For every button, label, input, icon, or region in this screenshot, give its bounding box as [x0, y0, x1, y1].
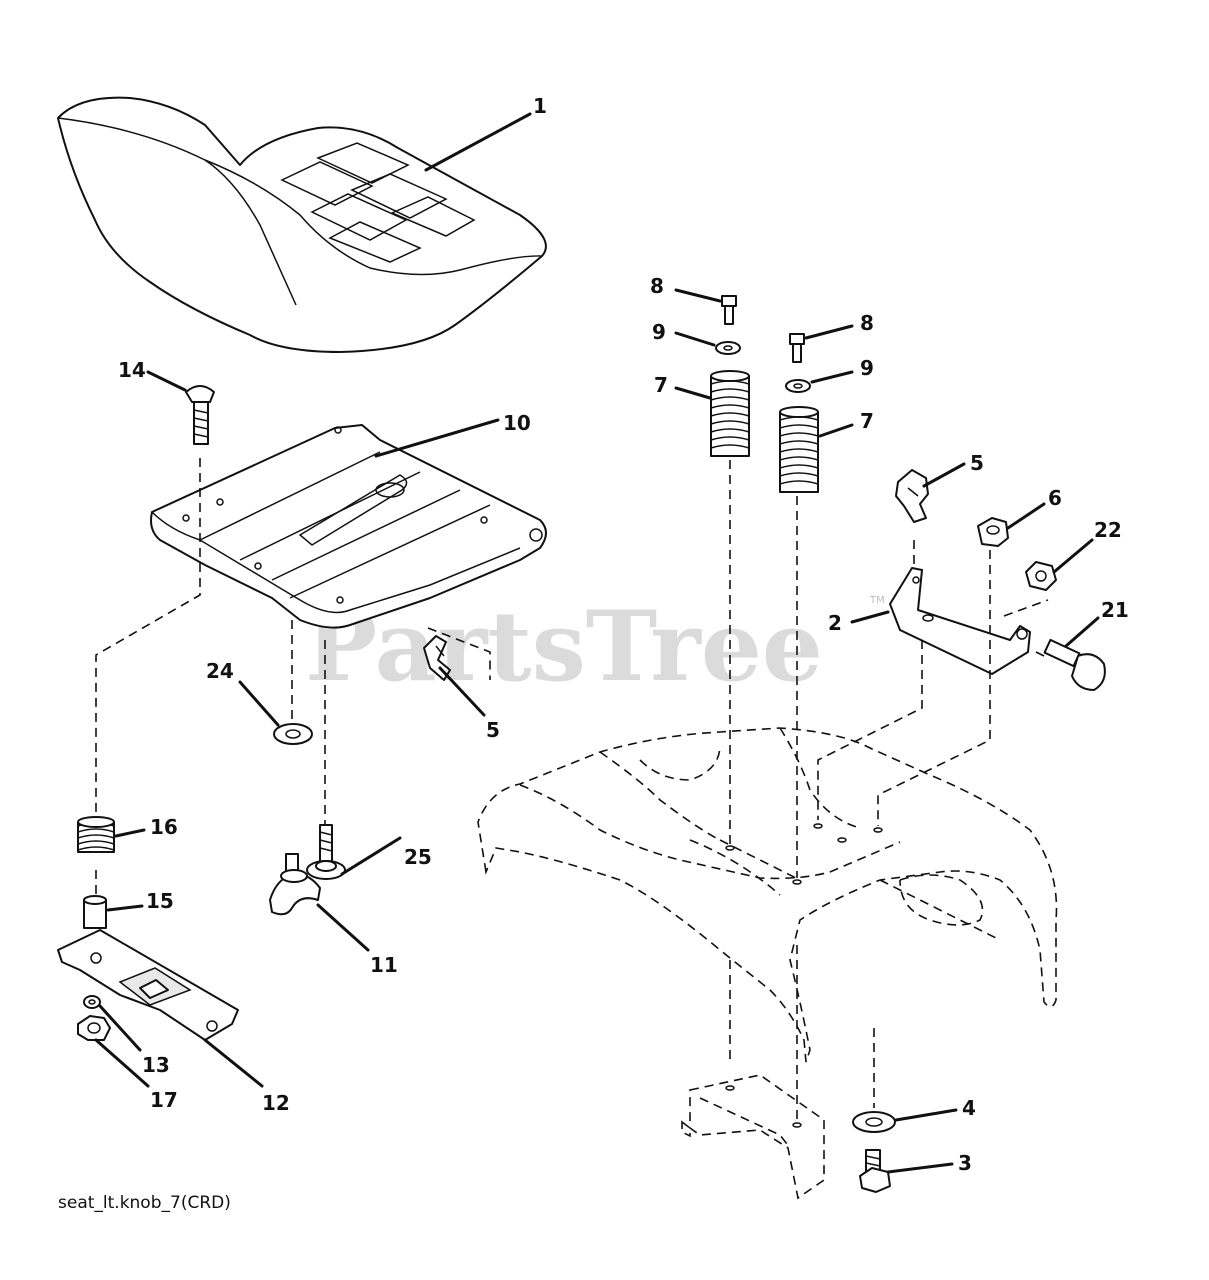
washer-part-9-left	[715, 341, 741, 355]
callout-25: 25	[404, 845, 432, 869]
spring-part-7-left	[710, 370, 750, 457]
leader-3	[886, 1162, 954, 1174]
callout-14: 14	[118, 358, 146, 382]
nut-part-22	[1025, 561, 1057, 591]
leader-9-right	[810, 370, 854, 384]
seat-part	[57, 96, 547, 353]
bracket-part-2	[889, 567, 1031, 675]
bolt-part-21	[1043, 638, 1106, 691]
frame-hole-left	[725, 1085, 735, 1091]
leader-4	[894, 1108, 958, 1122]
callout-8-left: 8	[650, 274, 664, 298]
leader-11	[316, 903, 370, 952]
alignment-line-bracket	[817, 640, 923, 820]
frame-bracket-outline	[681, 1074, 825, 1200]
callout-16: 16	[150, 815, 178, 839]
callout-5-left: 5	[486, 718, 500, 742]
callout-21: 21	[1101, 598, 1129, 622]
callout-7-right: 7	[860, 409, 874, 433]
leader-21	[1064, 616, 1100, 648]
leader-14	[146, 370, 187, 392]
callout-2: 2	[828, 611, 842, 635]
spring-part-7-right	[779, 406, 819, 493]
seat-pan-part	[150, 424, 547, 629]
bolt-part-8-right	[789, 333, 805, 363]
callout-5-right: 5	[970, 451, 984, 475]
callout-6: 6	[1048, 486, 1062, 510]
washer-part-24	[273, 723, 313, 745]
callout-24: 24	[206, 659, 234, 683]
callout-9-left: 9	[652, 320, 666, 344]
leader-6	[1006, 502, 1046, 530]
alignment-line-bolt21	[1035, 651, 1049, 659]
leader-17	[94, 1038, 150, 1088]
clip-part-right	[895, 469, 929, 523]
callout-3: 3	[958, 1151, 972, 1175]
callout-8-right: 8	[860, 311, 874, 335]
callout-4: 4	[962, 1096, 976, 1120]
callout-17: 17	[150, 1088, 178, 1112]
leader-10	[374, 418, 500, 458]
fender-outline	[477, 727, 1058, 1125]
leader-9-left	[674, 331, 716, 347]
nut-part-17	[77, 1015, 111, 1041]
callout-10: 10	[503, 411, 531, 435]
shoulder-bolt-part	[306, 824, 346, 880]
clip-part-left	[423, 635, 451, 681]
callout-12: 12	[262, 1091, 290, 1115]
knob-part	[269, 853, 321, 916]
washer-part-4	[852, 1111, 896, 1133]
alignment-line-clip	[427, 627, 491, 680]
nut-part-6	[977, 517, 1009, 547]
frame-hole-right	[792, 1122, 802, 1128]
leader-1	[424, 112, 532, 172]
callout-1: 1	[533, 94, 547, 118]
washer-part-9-right	[785, 379, 811, 393]
watermark-trademark: TM	[869, 595, 885, 606]
alignment-line-bolt	[95, 458, 201, 840]
fender-mount-holes	[725, 823, 883, 885]
leader-5-left	[438, 666, 486, 717]
callout-11: 11	[370, 953, 398, 977]
leader-7-left	[674, 386, 712, 400]
leader-24	[238, 680, 280, 727]
leader-13	[98, 1004, 142, 1052]
diagram-caption: seat_lt.knob_7(CRD)	[58, 1193, 231, 1213]
bolt-part-8-left	[721, 295, 737, 325]
spring-part-16	[77, 816, 115, 853]
bolt-part-3	[859, 1149, 891, 1193]
leader-12	[203, 1038, 264, 1088]
callout-13: 13	[142, 1053, 170, 1077]
washer-part-13	[83, 995, 101, 1009]
leader-15	[106, 904, 144, 912]
carriage-bolt-part	[185, 385, 215, 445]
leader-7-right	[818, 423, 854, 438]
callout-9-right: 9	[860, 356, 874, 380]
callout-7-left: 7	[654, 373, 668, 397]
leader-8-left	[674, 288, 722, 303]
leader-2	[850, 610, 890, 624]
alignment-line-nut	[877, 550, 991, 826]
callout-15: 15	[146, 889, 174, 913]
bracket-part-12	[57, 929, 239, 1041]
leader-25	[340, 836, 402, 876]
leader-5-right	[922, 462, 966, 488]
spacer-part	[83, 895, 107, 929]
leader-22	[1052, 538, 1094, 574]
callout-22: 22	[1094, 518, 1122, 542]
alignment-line-nut22	[1003, 599, 1049, 617]
leader-16	[114, 828, 146, 838]
leader-8-right	[804, 324, 854, 340]
